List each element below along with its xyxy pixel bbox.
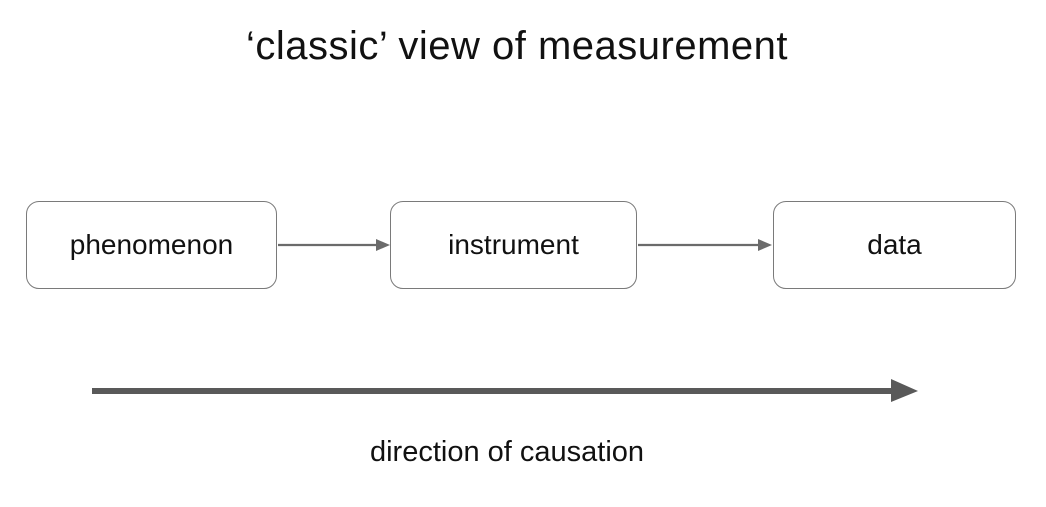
- node-instrument: instrument: [390, 201, 637, 289]
- arrow-instrument-to-data-icon: [638, 239, 772, 251]
- node-data-label: data: [867, 229, 922, 260]
- arrow-phenomenon-to-instrument-icon: [278, 239, 390, 251]
- node-instrument-label: instrument: [448, 229, 579, 260]
- node-data: data: [773, 201, 1016, 289]
- node-phenomenon-label: phenomenon: [69, 229, 234, 260]
- causation-arrow-icon: [92, 379, 918, 402]
- causation-label: direction of causation: [369, 436, 645, 468]
- diagram-title: ‘classic’ view of measurement: [245, 24, 789, 68]
- node-phenomenon: phenomenon: [26, 201, 277, 289]
